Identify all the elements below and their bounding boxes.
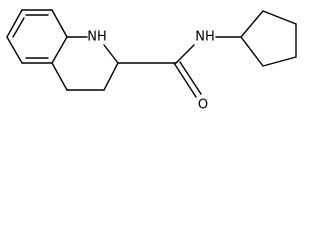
- atom-label-amide-nh: NH: [195, 30, 215, 45]
- bond-c4-c4a: [51, 62, 68, 91]
- atom-label-ring-nh: NH: [87, 30, 107, 45]
- bond-benzene-double-3: [12, 17, 25, 38]
- bond-cp-2: [262, 10, 297, 25]
- atom-label-oxygen: O: [198, 98, 208, 113]
- bond-cp-5: [240, 36, 264, 67]
- bond-carbonyl-o-2: [179, 61, 202, 95]
- bond-benzene-6: [6, 9, 23, 38]
- piperidine-ring: [51, 36, 119, 91]
- bond-cp-4: [262, 56, 297, 67]
- bond-n1-c2: [103, 44, 119, 64]
- bond-benzene-3: [51, 36, 68, 64]
- chemical-structure: NH NH O: [6, 9, 297, 113]
- bond-c2-c3: [103, 62, 119, 91]
- bond-benzene-5: [6, 36, 23, 64]
- amide-group: [117, 36, 242, 98]
- bond-benzene-2: [51, 9, 68, 38]
- bond-cp-1: [240, 10, 264, 38]
- bond-carbonyl-n: [175, 44, 195, 64]
- bond-carbonyl-o-1: [173, 62, 197, 98]
- benzene-ring: [6, 9, 68, 64]
- cyclopentyl-ring: [240, 10, 297, 67]
